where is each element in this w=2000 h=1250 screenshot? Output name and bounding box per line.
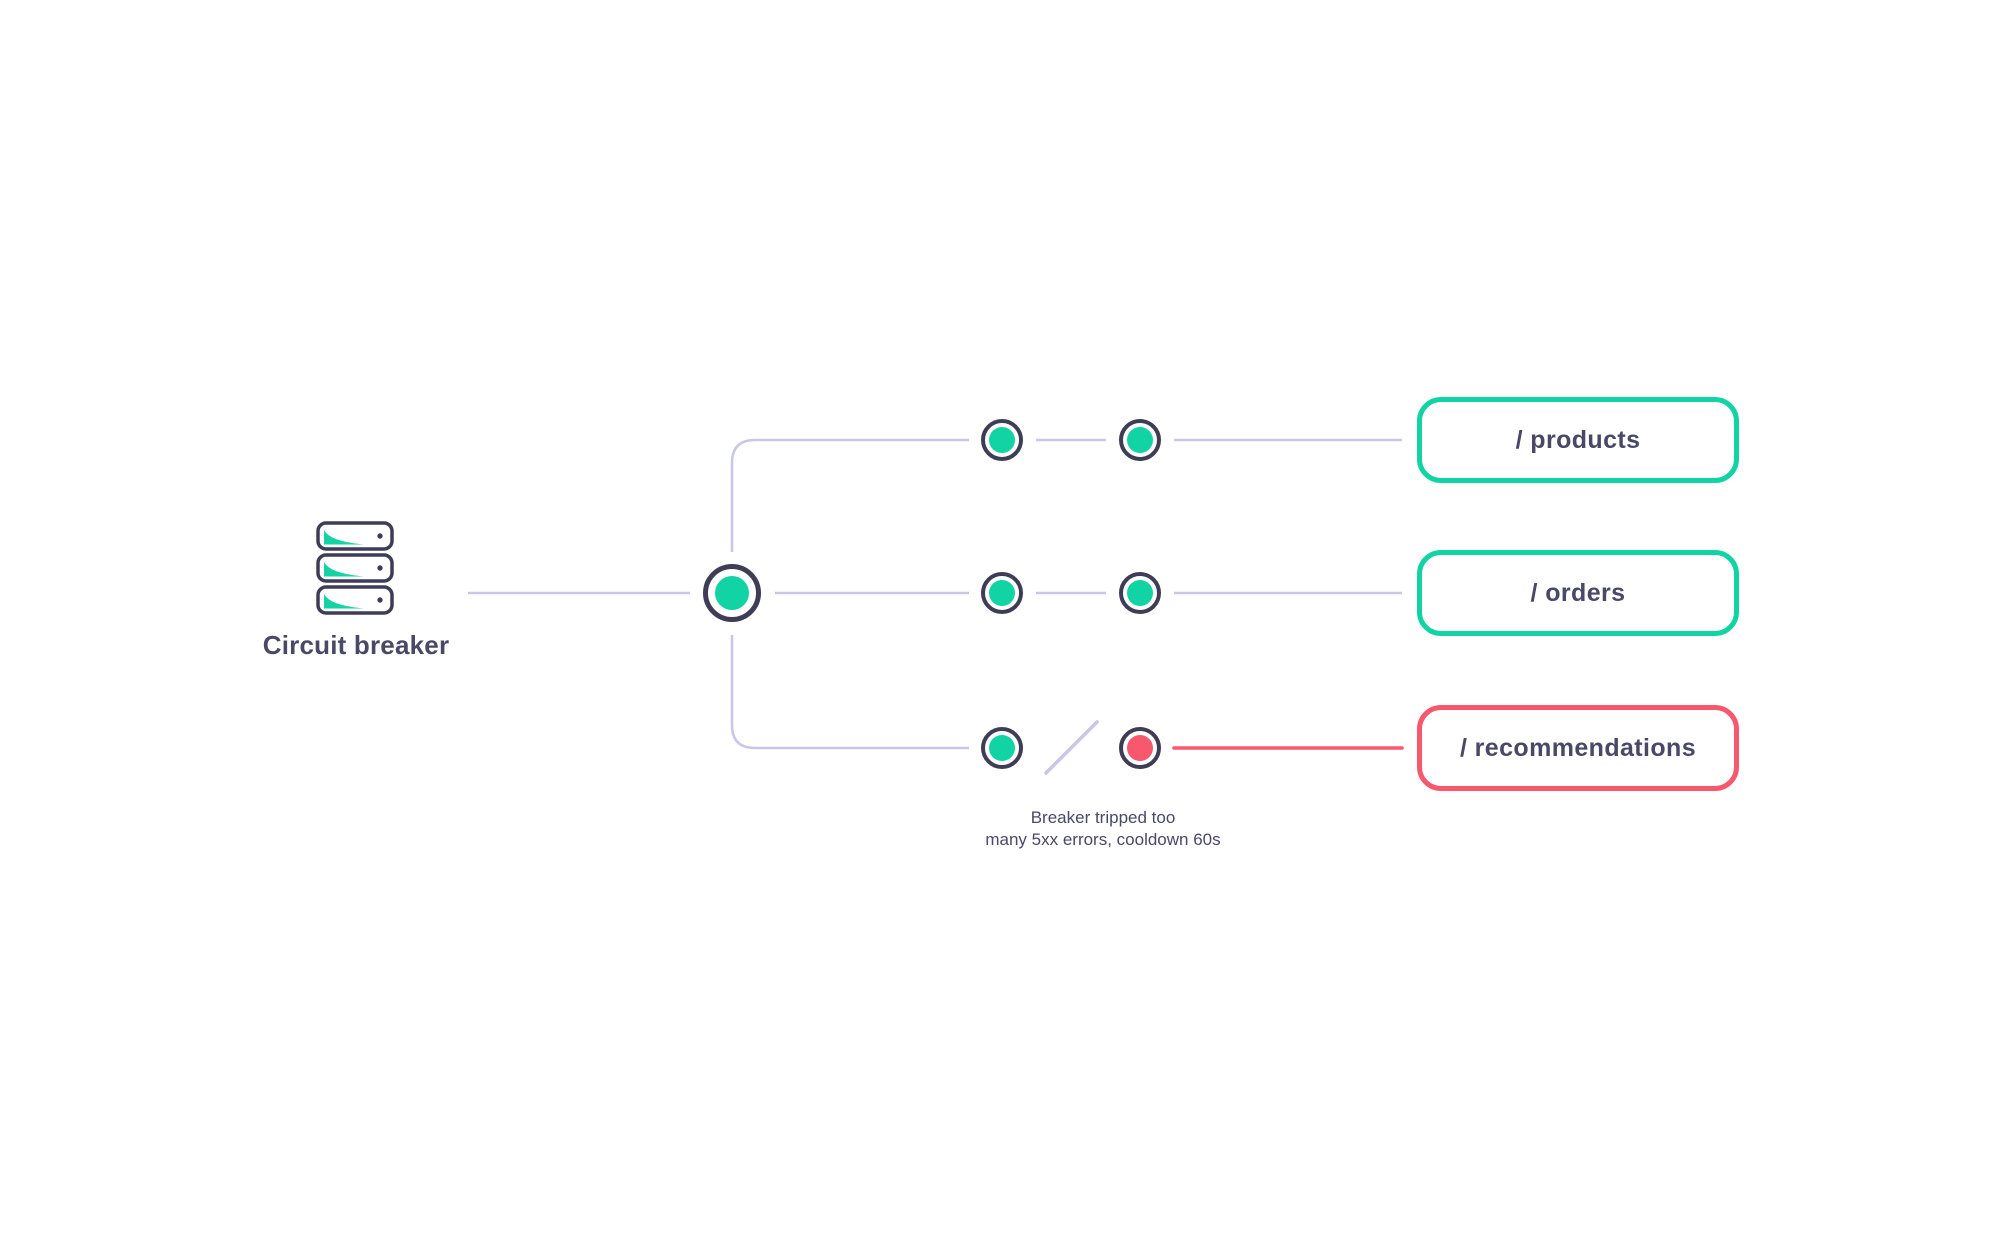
relay-products-2-fill bbox=[1127, 427, 1153, 453]
relay-recommendations-2 bbox=[1119, 727, 1161, 769]
breaker-main-node-fill bbox=[715, 576, 749, 610]
breaker-main-node bbox=[703, 564, 761, 622]
endpoint-label-recommendations: / recommendations bbox=[1459, 733, 1697, 762]
relay-recommendations-2-fill bbox=[1127, 735, 1153, 761]
relay-recommendations-1 bbox=[981, 727, 1023, 769]
endpoint-label-orders: / orders bbox=[1530, 578, 1626, 607]
wire-branch-bottom bbox=[730, 635, 969, 750]
open-switch-gap-line bbox=[1044, 720, 1099, 775]
wire-branch-top bbox=[730, 438, 969, 552]
breaker-tripped-note: Breaker tripped too many 5xx errors, coo… bbox=[923, 807, 1283, 850]
relay-products-1-fill bbox=[989, 427, 1015, 453]
relay-orders-1 bbox=[981, 572, 1023, 614]
endpoint-box-recommendations: / recommendations bbox=[1417, 705, 1739, 791]
endpoint-box-orders: / orders bbox=[1417, 550, 1739, 636]
relay-orders-1-fill bbox=[989, 580, 1015, 606]
source-label: Circuit breaker bbox=[262, 630, 450, 660]
breaker-tripped-note-line2: many 5xx errors, cooldown 60s bbox=[985, 829, 1221, 849]
endpoint-box-products: / products bbox=[1417, 397, 1739, 483]
relay-recommendations-1-fill bbox=[989, 735, 1015, 761]
relay-orders-2 bbox=[1119, 572, 1161, 614]
relay-products-1 bbox=[981, 419, 1023, 461]
relay-products-2 bbox=[1119, 419, 1161, 461]
endpoint-label-products: / products bbox=[1515, 425, 1641, 454]
server-stack-icon bbox=[316, 521, 394, 620]
relay-orders-2-fill bbox=[1127, 580, 1153, 606]
breaker-tripped-note-line1: Breaker tripped too bbox=[1030, 808, 1176, 827]
